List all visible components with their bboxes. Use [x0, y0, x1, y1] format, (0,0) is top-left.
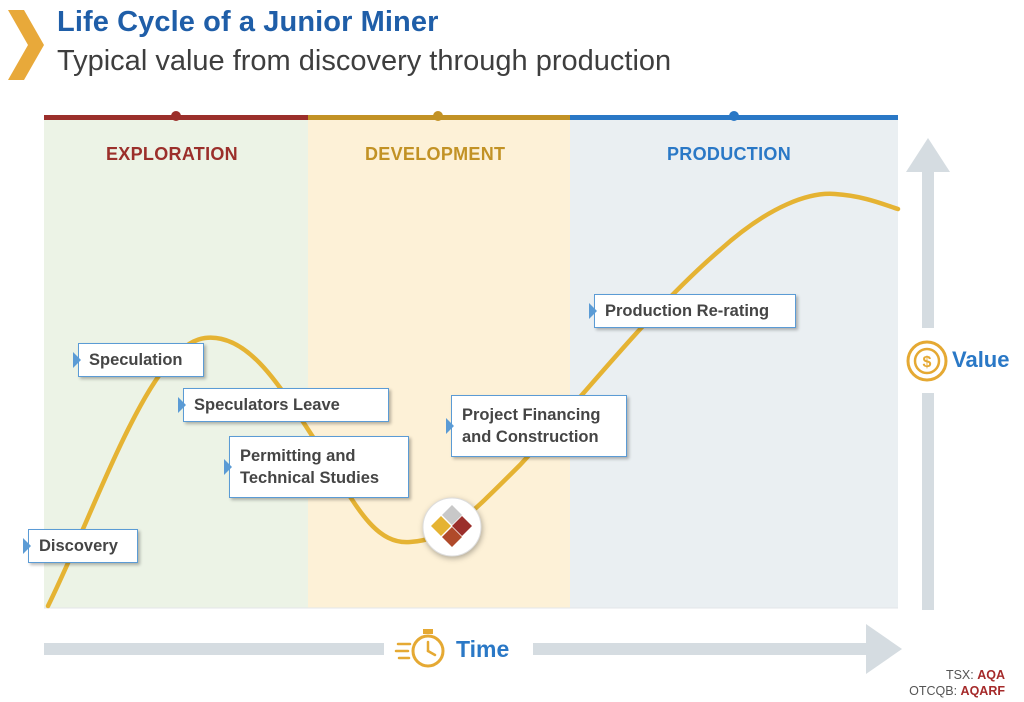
- dollar-coin-icon: $: [906, 340, 948, 382]
- svg-text:$: $: [923, 354, 932, 371]
- production-bar-dot: [729, 111, 739, 121]
- page-subtitle: Typical value from discovery through pro…: [57, 45, 672, 77]
- development-bar-dot: [433, 111, 443, 121]
- stage-label: Production Re-rating: [605, 302, 770, 320]
- stage-label-line1: Permitting and: [240, 447, 356, 465]
- value-axis-label: Value: [952, 347, 1010, 372]
- stage-callout-speculation: Speculation: [73, 343, 204, 377]
- ticker-otcqb: OTCQB: AQARF: [909, 684, 1005, 698]
- stage-callout-discovery: Discovery: [23, 529, 138, 563]
- phase-label-production: PRODUCTION: [667, 144, 791, 164]
- value-arrow-shaft-lower: [922, 393, 934, 610]
- value-arrow-shaft-upper: [922, 172, 934, 328]
- stage-callout-speculators-leave: Speculators Leave: [178, 388, 389, 422]
- value-arrow-head: [906, 138, 950, 172]
- time-arrow-head: [866, 624, 902, 674]
- ticker-tsx-symbol: AQA: [977, 668, 1005, 682]
- company-diamond-logo-icon: [422, 497, 482, 557]
- chevron-right-icon: [446, 418, 454, 434]
- phase-label-development: DEVELOPMENT: [365, 144, 506, 164]
- time-arrow-shaft-left: [44, 643, 384, 655]
- stage-label-line2: and Construction: [462, 428, 599, 446]
- ticker-otcqb-prefix: OTCQB:: [909, 684, 958, 698]
- chevron-right-icon: [73, 352, 81, 368]
- exploration-bar-dot: [171, 111, 181, 121]
- time-arrow-shaft-right: [533, 643, 868, 655]
- ticker-otcqb-symbol: AQARF: [960, 684, 1005, 698]
- ticker-tsx: TSX: AQA: [946, 668, 1005, 682]
- production-phase-bg: [570, 118, 898, 608]
- chevron-logo-icon: [8, 10, 44, 80]
- chevron-right-icon: [589, 303, 597, 319]
- chevron-right-icon: [178, 397, 186, 413]
- chevron-right-icon: [224, 459, 232, 475]
- stage-callout-project-financing: Project Financing and Construction: [446, 395, 627, 457]
- phase-label-exploration: EXPLORATION: [106, 144, 238, 164]
- stage-callout-production-rerating: Production Re-rating: [589, 294, 796, 328]
- page-title: Life Cycle of a Junior Miner: [57, 6, 439, 38]
- stopwatch-icon: [394, 629, 445, 668]
- ticker-tsx-prefix: TSX:: [945, 668, 974, 682]
- time-axis-label: Time: [456, 636, 510, 662]
- stage-label: Speculators Leave: [194, 396, 340, 414]
- stage-callout-permitting: Permitting and Technical Studies: [224, 436, 409, 498]
- stage-label-line2: Technical Studies: [240, 469, 380, 487]
- chevron-right-icon: [23, 538, 31, 554]
- stage-label-line1: Project Financing: [462, 406, 601, 424]
- stage-label: Speculation: [89, 351, 183, 369]
- stage-label: Discovery: [39, 537, 118, 555]
